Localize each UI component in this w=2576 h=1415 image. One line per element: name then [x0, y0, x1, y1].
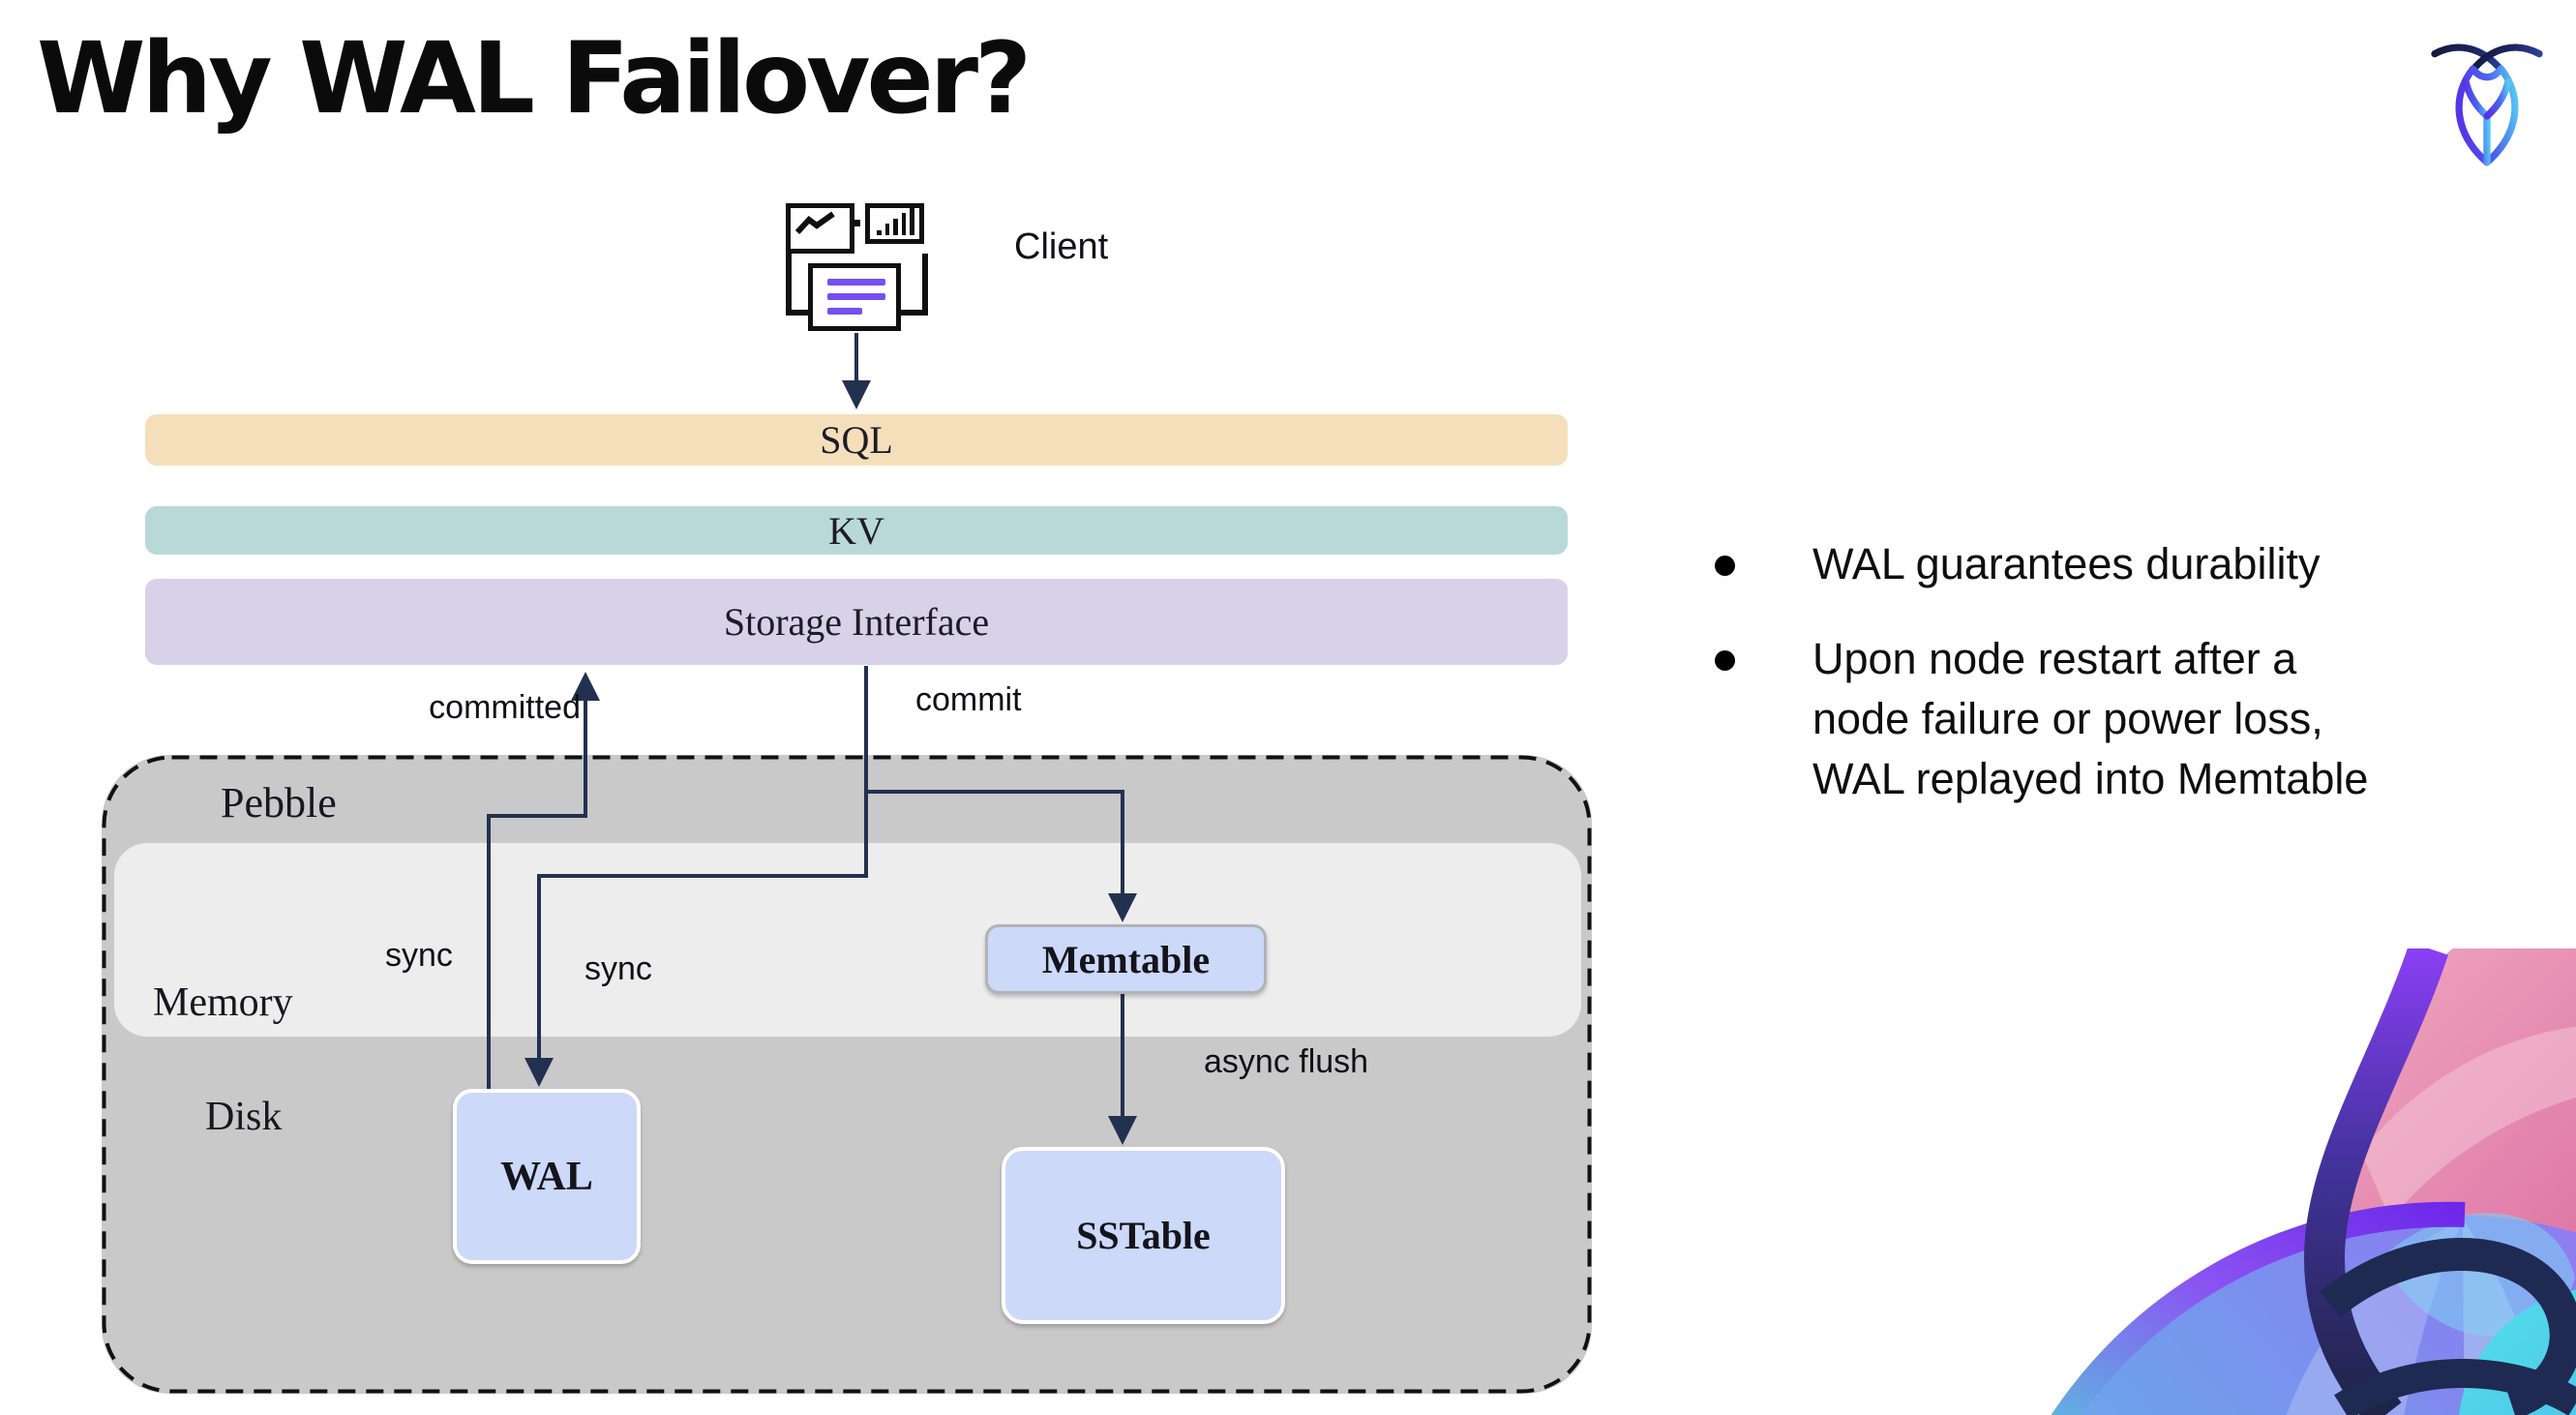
client-linechart-monitor-icon	[786, 203, 854, 254]
sync-left-edge-label: sync	[385, 937, 453, 974]
bullet-text: WAL guarantees durability	[1812, 534, 2320, 594]
kv-layer-bar: KV	[145, 506, 1568, 555]
committed-edge-label: committed	[429, 689, 581, 726]
kv-layer-label: KV	[828, 508, 884, 553]
bracket-right-icon	[901, 254, 928, 316]
wal-label: WAL	[500, 1154, 593, 1199]
bar-glyph	[884, 224, 890, 235]
memtable-label: Memtable	[1041, 937, 1211, 981]
sstable-box: SSTable	[1002, 1147, 1285, 1324]
client-barchart-monitor-icon	[865, 203, 924, 244]
doc-line	[827, 279, 885, 286]
commit-edge-label: commit	[915, 681, 1022, 718]
doc-line	[827, 293, 885, 300]
bullet-dot-icon	[1715, 556, 1735, 576]
sync-right-edge-label: sync	[584, 950, 652, 987]
bar-glyph	[901, 213, 907, 235]
bullet-list: WAL guarantees durability Upon node rest…	[1699, 534, 2576, 844]
storage-interface-label: Storage Interface	[723, 600, 990, 644]
sql-layer-bar: SQL	[145, 414, 1568, 466]
icon-dash-connector	[850, 220, 860, 226]
memory-region	[114, 843, 1581, 1037]
bullet-line: Upon node restart after a	[1812, 634, 2297, 683]
disk-label: Disk	[205, 1095, 283, 1139]
storage-interface-layer-bar: Storage Interface	[145, 579, 1568, 665]
bullet-line: WAL guarantees durability	[1812, 539, 2321, 588]
pebble-label: Pebble	[221, 779, 337, 827]
list-item: WAL guarantees durability	[1699, 534, 2576, 594]
brand-sphere-art	[2051, 948, 2576, 1415]
bar-glyph	[893, 219, 898, 235]
client-document-icon	[808, 263, 901, 331]
async-flush-edge-label: async flush	[1204, 1043, 1369, 1080]
cockroachdb-logo-icon	[2431, 44, 2543, 166]
wal-box: WAL	[453, 1089, 641, 1264]
bullet-dot-icon	[1715, 650, 1735, 671]
doc-line	[827, 308, 862, 315]
bullet-line: WAL replayed into Memtable	[1812, 754, 2369, 803]
memtable-box: Memtable	[985, 924, 1267, 994]
memory-label: Memory	[153, 980, 293, 1025]
linechart-glyph	[794, 211, 835, 235]
bar-glyph	[877, 230, 882, 235]
client-label: Client	[1014, 226, 1109, 267]
sql-layer-label: SQL	[820, 418, 893, 462]
list-item: Upon node restart after a node failure o…	[1699, 629, 2576, 809]
bullet-line: node failure or power loss,	[1812, 694, 2323, 743]
bar-glyph	[910, 207, 914, 235]
bullet-text: Upon node restart after a node failure o…	[1812, 629, 2368, 809]
sstable-label: SSTable	[1076, 1214, 1211, 1257]
bracket-left-icon	[786, 254, 813, 316]
page-title: Why WAL Failover?	[37, 21, 1032, 136]
